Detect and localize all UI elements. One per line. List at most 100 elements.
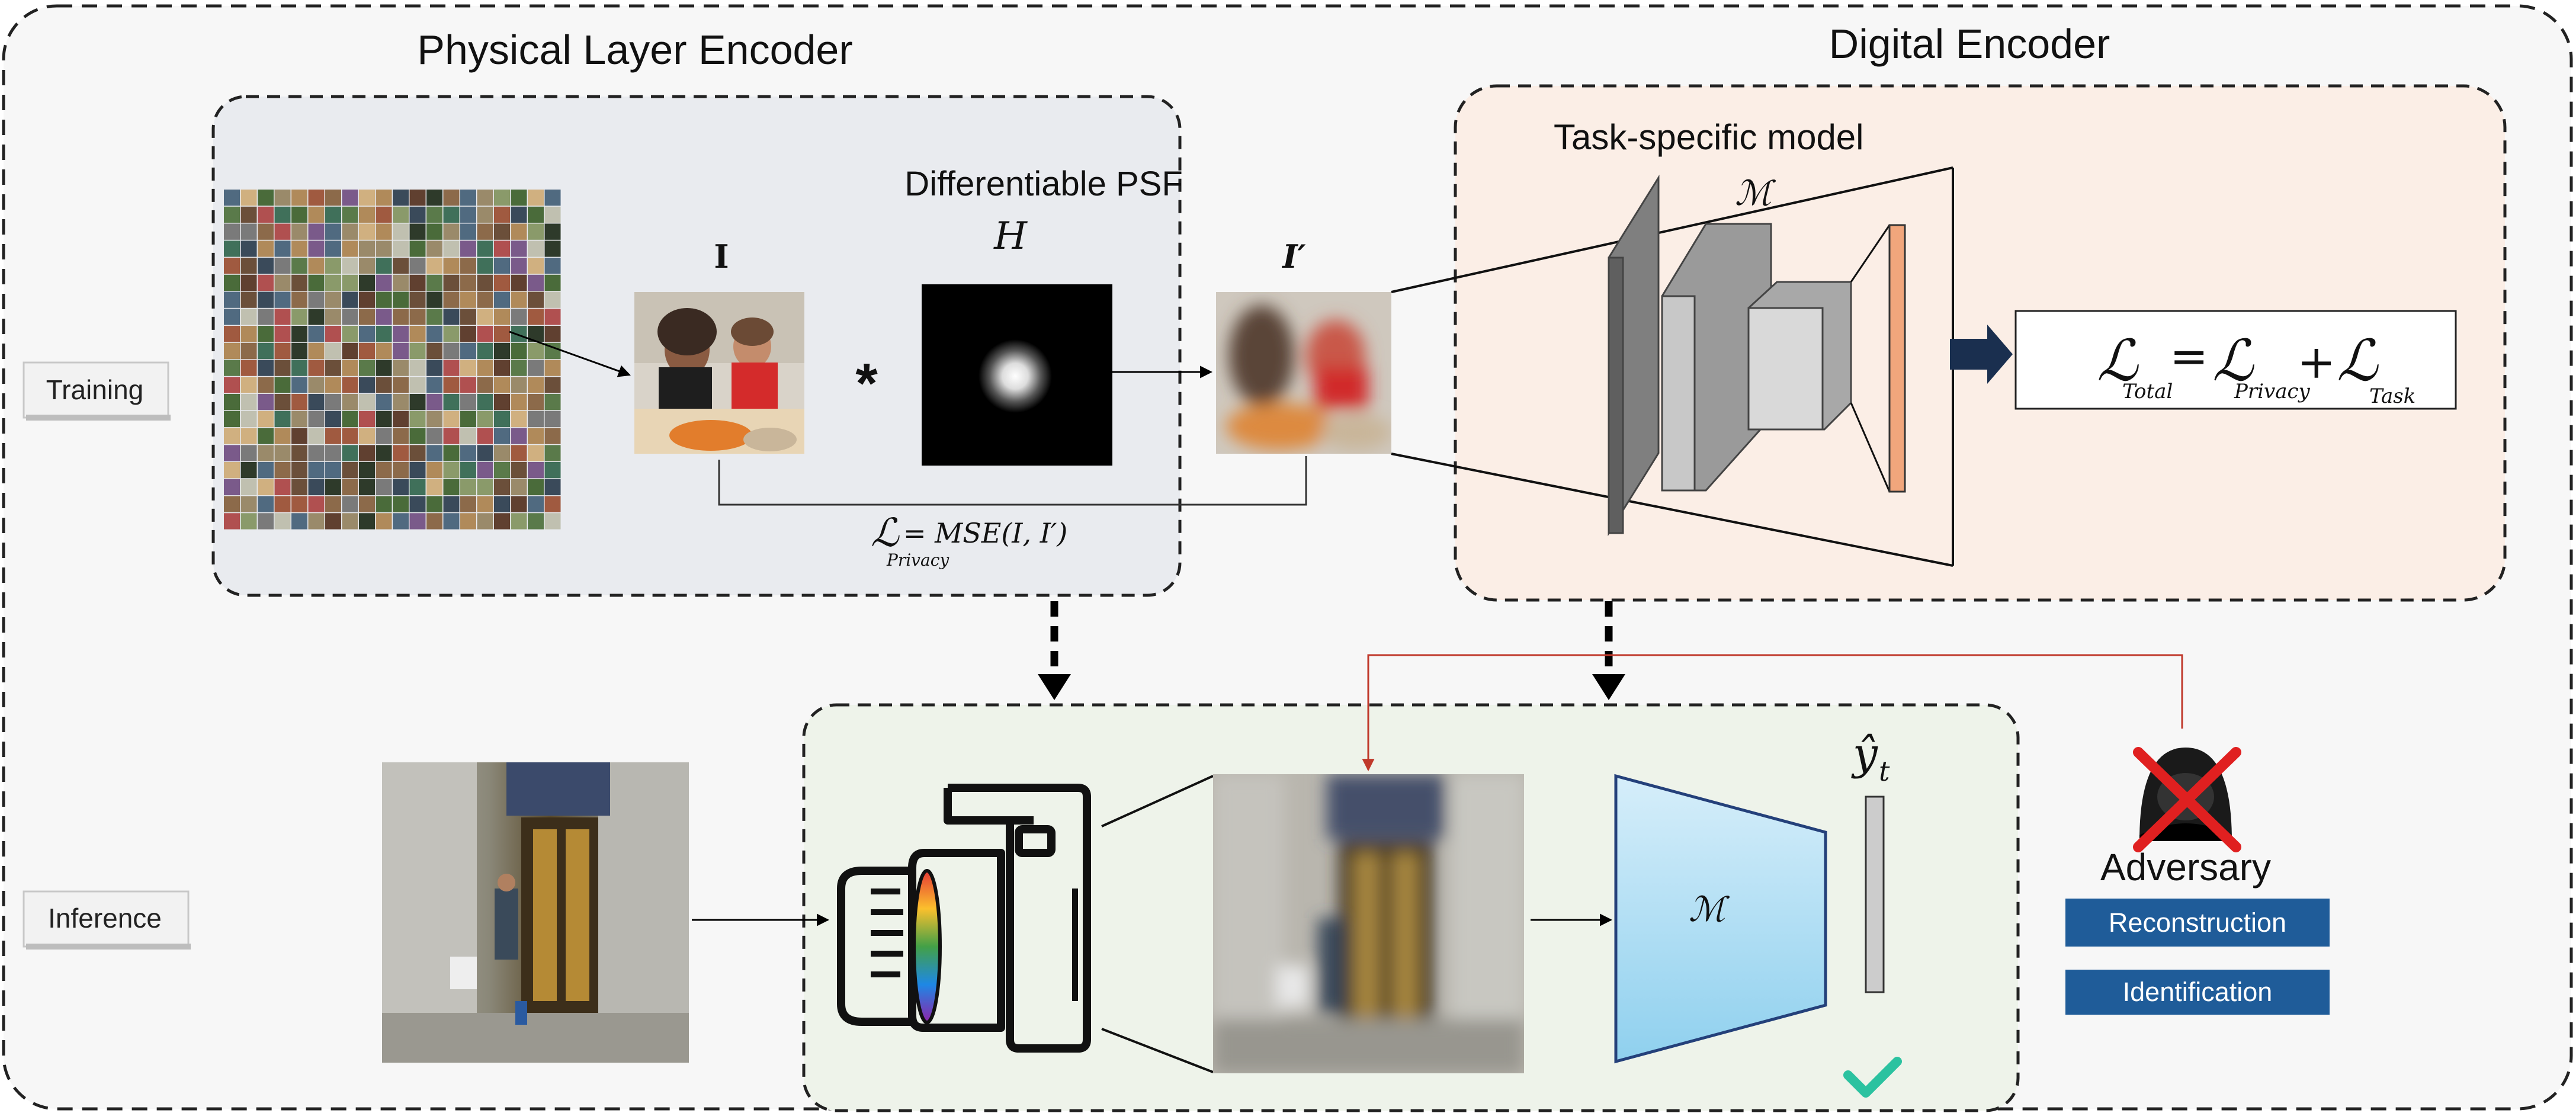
mosaic-tile [291, 496, 307, 512]
mosaic-tile [359, 428, 375, 444]
mosaic-tile [460, 479, 476, 496]
mosaic-tile [240, 360, 257, 376]
mosaic-tile [443, 206, 460, 223]
camera-expand-top [1101, 775, 1214, 827]
mosaic-tile [376, 410, 392, 428]
mosaic-tile [426, 445, 442, 461]
mosaic-tile [477, 274, 493, 291]
psf-symbol: H [993, 214, 1028, 258]
mosaic-tile [477, 309, 493, 325]
mosaic-tile [477, 445, 493, 461]
attack-identification-label: Identification [2123, 977, 2273, 1007]
mosaic-tile [359, 360, 375, 376]
mosaic-tile [544, 462, 561, 479]
mosaic-tile [544, 377, 561, 393]
mosaic-tile [224, 258, 240, 274]
mosaic-tile [443, 240, 460, 257]
mosaic-tile [342, 206, 358, 223]
mosaic-tile [477, 258, 493, 274]
mosaic-tile [511, 274, 527, 291]
mosaic-tile [325, 240, 341, 257]
mosaic-tile [258, 309, 274, 325]
mosaic-tile [376, 274, 392, 291]
mosaic-tile [359, 190, 375, 206]
mosaic-tile [544, 206, 561, 223]
mosaic-tile [460, 190, 476, 206]
mosaic-tile [291, 223, 307, 240]
mosaic-tile [376, 513, 392, 530]
mosaic-tile [240, 342, 257, 360]
attack-reconstruction-button[interactable]: Reconstruction [2065, 899, 2330, 947]
mosaic-tile [544, 223, 561, 240]
mosaic-tile [528, 258, 544, 274]
mosaic-tile [240, 274, 257, 291]
mosaic-tile [511, 462, 527, 479]
expand-line-bottom [1391, 453, 1953, 567]
mosaic-tile [443, 309, 460, 325]
mosaic-tile [342, 223, 358, 240]
mosaic-tile [528, 394, 544, 410]
mosaic-tile [494, 206, 510, 223]
mosaic-tile [494, 342, 510, 360]
mosaic-tile [291, 377, 307, 393]
mosaic-tile [393, 360, 409, 376]
attack-identification-button[interactable]: Identification [2065, 970, 2330, 1015]
mosaic-tile [393, 394, 409, 410]
mosaic-tile [308, 240, 325, 257]
mosaic-tile [511, 360, 527, 376]
mosaic-tile [511, 410, 527, 428]
mosaic-tile [274, 258, 291, 274]
mosaic-tile [342, 360, 358, 376]
mosaic-tile [409, 513, 426, 530]
mosaic-tile [291, 291, 307, 308]
mosaic-tile [477, 190, 493, 206]
mosaic-tile [240, 258, 257, 274]
mosaic-tile [511, 377, 527, 393]
physical-encoder-title: Physical Layer Encoder [417, 27, 852, 73]
prediction-subscript: t [1879, 755, 1890, 787]
mosaic-tile [291, 360, 307, 376]
mosaic-tile [224, 274, 240, 291]
mosaic-tile [477, 394, 493, 410]
mosaic-tile [409, 326, 426, 342]
mosaic-tile [224, 190, 240, 206]
mosaic-tile [240, 410, 257, 428]
mosaic-tile [409, 206, 426, 223]
prediction-symbol: ŷ [1851, 729, 1878, 780]
mosaic-tile [308, 462, 325, 479]
mosaic-tile [494, 479, 510, 496]
mosaic-tile [224, 342, 240, 360]
mosaic-tile [443, 479, 460, 496]
mosaic-tile [393, 513, 409, 530]
mosaic-tile [443, 394, 460, 410]
privacy-loss-bracket [718, 456, 1307, 506]
mosaic-tile [325, 258, 341, 274]
mosaic-tile [426, 258, 442, 274]
mosaic-tile [376, 445, 392, 461]
mosaic-tile [494, 223, 510, 240]
digital-to-inference-arrow [1592, 601, 1625, 700]
mosaic-tile [494, 309, 510, 325]
prediction-vector [1865, 796, 1885, 993]
mosaic-tile [376, 462, 392, 479]
mosaic-tile [308, 394, 325, 410]
mosaic-tile [274, 291, 291, 308]
mosaic-tile [291, 240, 307, 257]
mosaic-tile [325, 496, 341, 512]
mosaic-tile [258, 206, 274, 223]
mosaic-tile [359, 291, 375, 308]
mosaic-tile [426, 326, 442, 342]
mosaic-tile [426, 410, 442, 428]
training-mode-label: Training [23, 361, 171, 421]
dataset-to-image-arrow [509, 331, 631, 377]
mosaic-tile [544, 445, 561, 461]
mosaic-tile [224, 428, 240, 444]
mosaic-tile [258, 394, 274, 410]
mosaic-tile [325, 394, 341, 410]
digital-model-symbol: ℳ [1735, 173, 1776, 213]
privacy-loss-subscript: Privacy [886, 550, 949, 570]
mosaic-tile [426, 291, 442, 308]
mosaic-tile [409, 274, 426, 291]
mosaic-tile [325, 360, 341, 376]
mosaic-tile [258, 240, 274, 257]
